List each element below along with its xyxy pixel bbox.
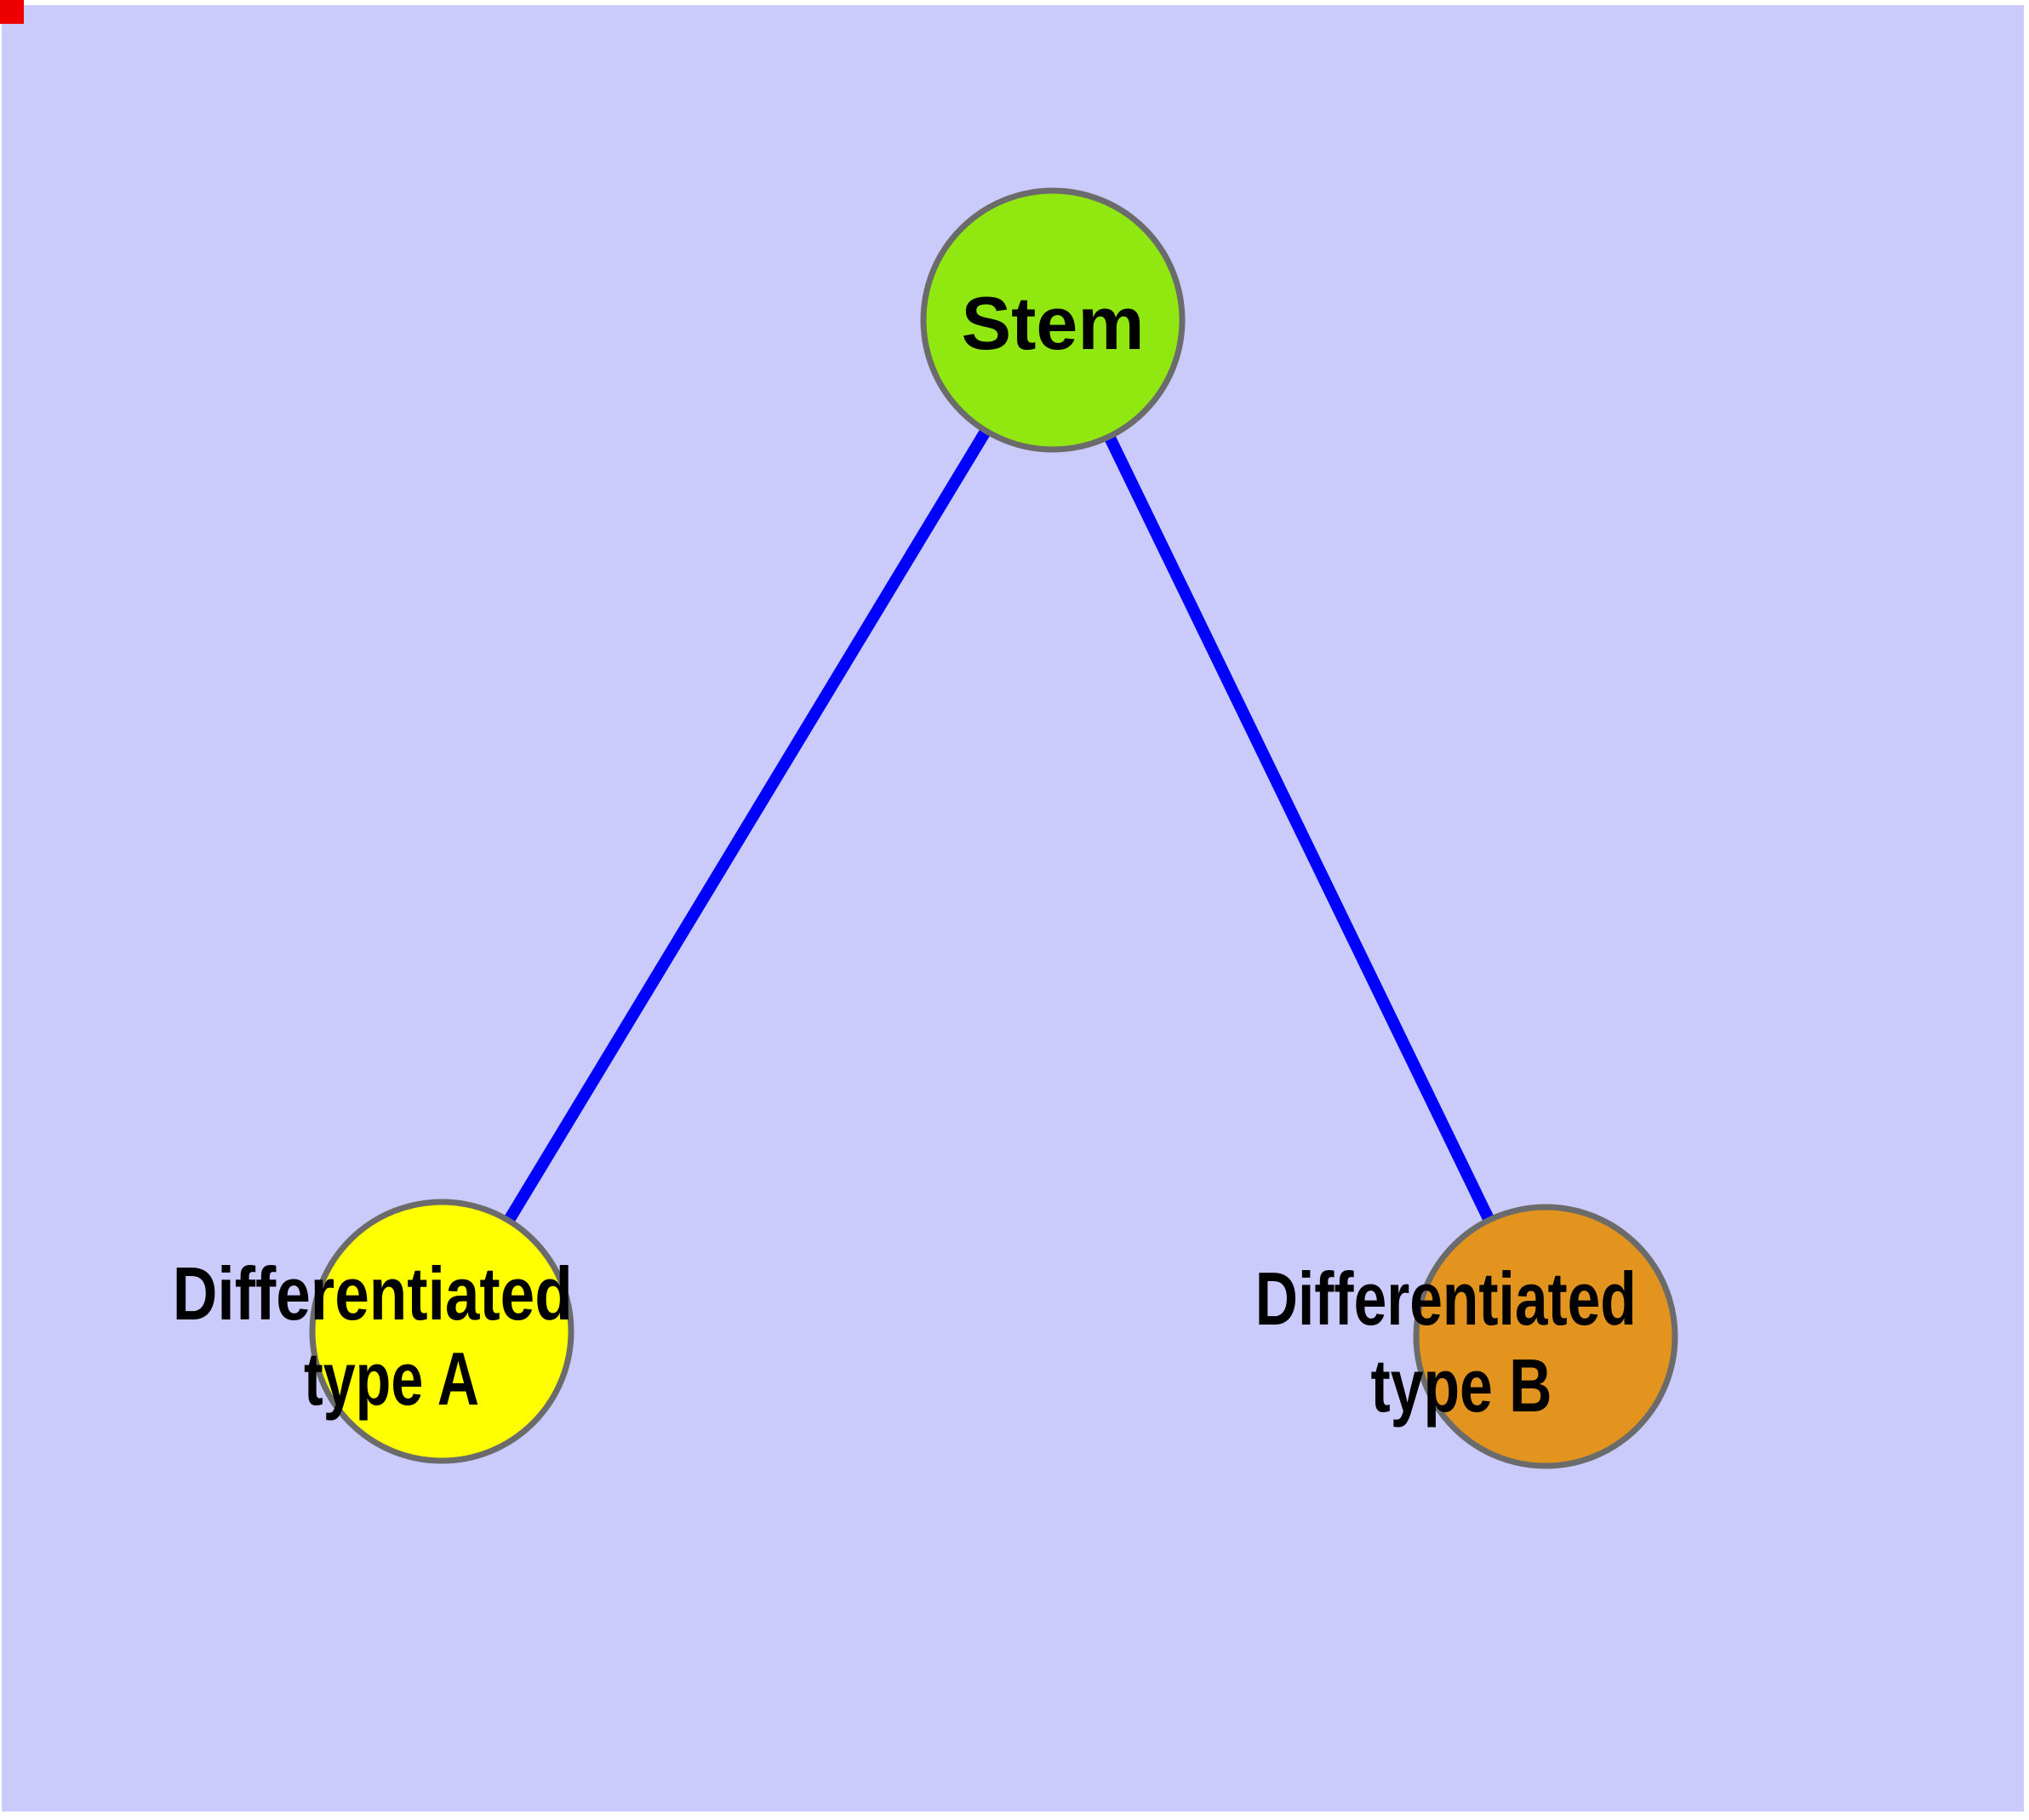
node-type-b-label: Differentiated type B bbox=[1255, 1256, 1657, 1428]
node-type-b-label-line1: Differentiated bbox=[1255, 1256, 1637, 1341]
node-stem-label: Stem bbox=[962, 281, 1145, 365]
node-stem-circle bbox=[920, 187, 1186, 453]
node-type-a-circle bbox=[309, 1199, 574, 1464]
node-type-b-circle bbox=[1413, 1204, 1678, 1469]
edge-stem-to-type-a bbox=[437, 317, 1058, 1335]
node-type-a-label: Differentiated type A bbox=[173, 1251, 593, 1421]
node-type-a-label-line1: Differentiated bbox=[173, 1251, 573, 1336]
corner-marker bbox=[0, 0, 24, 24]
edge-stem-to-type-b bbox=[1047, 317, 1552, 1340]
node-type-b-label-line2: type B bbox=[1371, 1343, 1552, 1428]
node-type-a-label-line2: type A bbox=[304, 1336, 479, 1421]
